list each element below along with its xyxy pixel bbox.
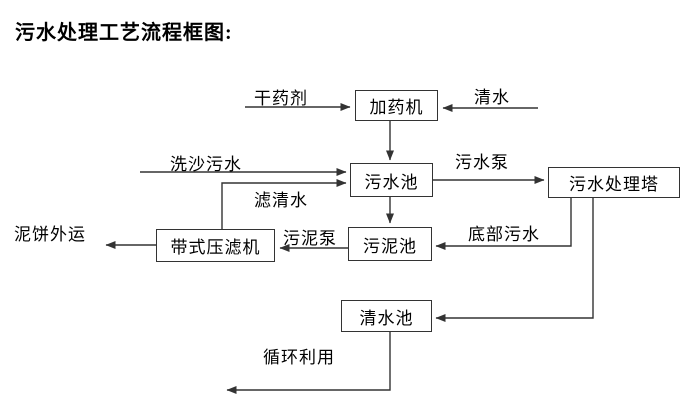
arrow-filtered-water-to-sewage-pool [221,179,347,229]
node-dosing-machine: 加药机 [355,90,438,121]
diagram-title: 污水处理工艺流程框图: [15,22,233,44]
node-sludge-pool: 污泥池 [348,227,432,261]
node-sewage-pool: 污水池 [350,163,433,197]
edge-label-dry-agent: 干药剂 [254,89,308,108]
edge-label-recycling: 循环利用 [263,348,335,367]
arrow-recycling-out [226,332,391,394]
arrow-bottom-sewage-to-sludge-pool [435,198,572,250]
node-sewage-treatment-tower: 污水处理塔 [548,167,680,198]
node-clean-water-pool: 清水池 [341,300,432,332]
edge-label-sand-washing-sewage: 洗沙污水 [170,155,242,174]
edge-label-filtered-water: 滤清水 [254,191,308,210]
edge-label-clean-water: 清水 [474,88,510,107]
edge-label-sewage-pump: 污水泵 [455,153,509,172]
node-belt-filter-press: 带式压滤机 [156,229,275,262]
arrow-tower-to-clean-water-pool [435,198,594,322]
edge-label-mud-cake-out: 泥饼外运 [14,225,86,244]
edge-label-sludge-pump: 污泥泵 [283,229,337,248]
edge-label-bottom-sewage: 底部污水 [468,225,540,244]
